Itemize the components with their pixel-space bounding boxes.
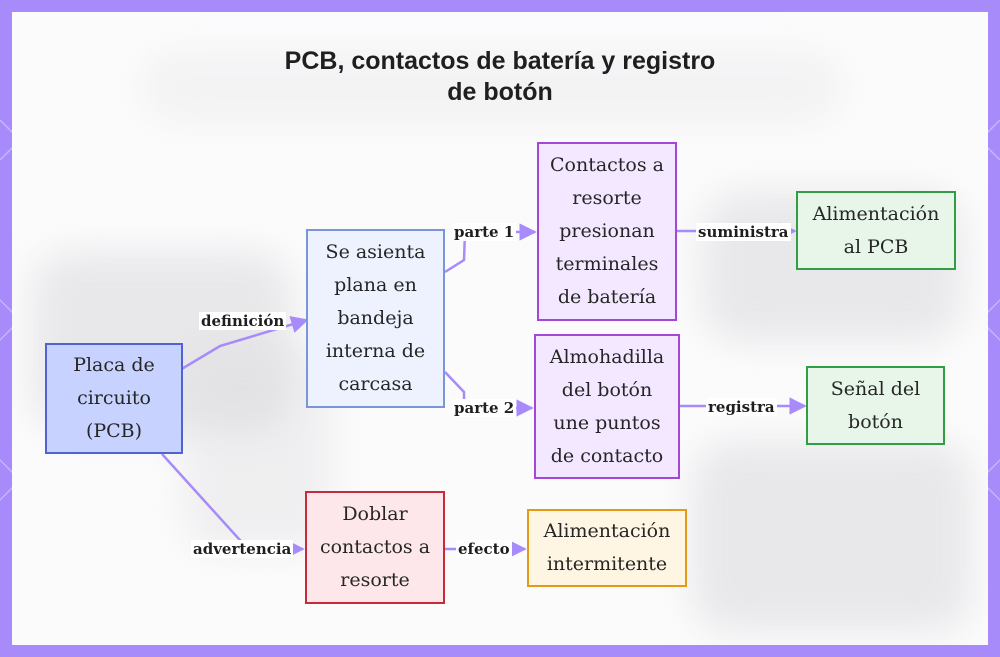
node-alimentacion[interactable]: Alimentación al PCB [796, 191, 956, 270]
node-doblar[interactable]: Doblar contactos a resorte [305, 491, 445, 604]
node-pcb[interactable]: Placa de circuito (PCB) [45, 343, 183, 454]
node-almohadilla[interactable]: Almohadilla del botón une puntos de cont… [534, 334, 680, 479]
node-contactos[interactable]: Contactos a resorte presionan terminales… [537, 142, 677, 321]
edge-label-registra: registra [706, 398, 777, 416]
node-intermitente[interactable]: Alimentación intermitente [527, 509, 687, 587]
node-bandeja[interactable]: Se asienta plana en bandeja interna de c… [306, 229, 445, 408]
edge-label-suministra: suministra [696, 223, 791, 241]
edge-label-efecto: efecto [456, 540, 512, 558]
edge-label-parte2: parte 2 [452, 399, 516, 417]
edge-label-definicion: definición [199, 312, 286, 330]
diagram-canvas: PCB, contactos de batería y registro de … [12, 12, 988, 645]
edge-label-advertencia: advertencia [191, 540, 293, 558]
node-senal[interactable]: Señal del botón [806, 366, 945, 445]
edge-label-parte1: parte 1 [452, 223, 516, 241]
edge-advertencia [162, 454, 303, 549]
